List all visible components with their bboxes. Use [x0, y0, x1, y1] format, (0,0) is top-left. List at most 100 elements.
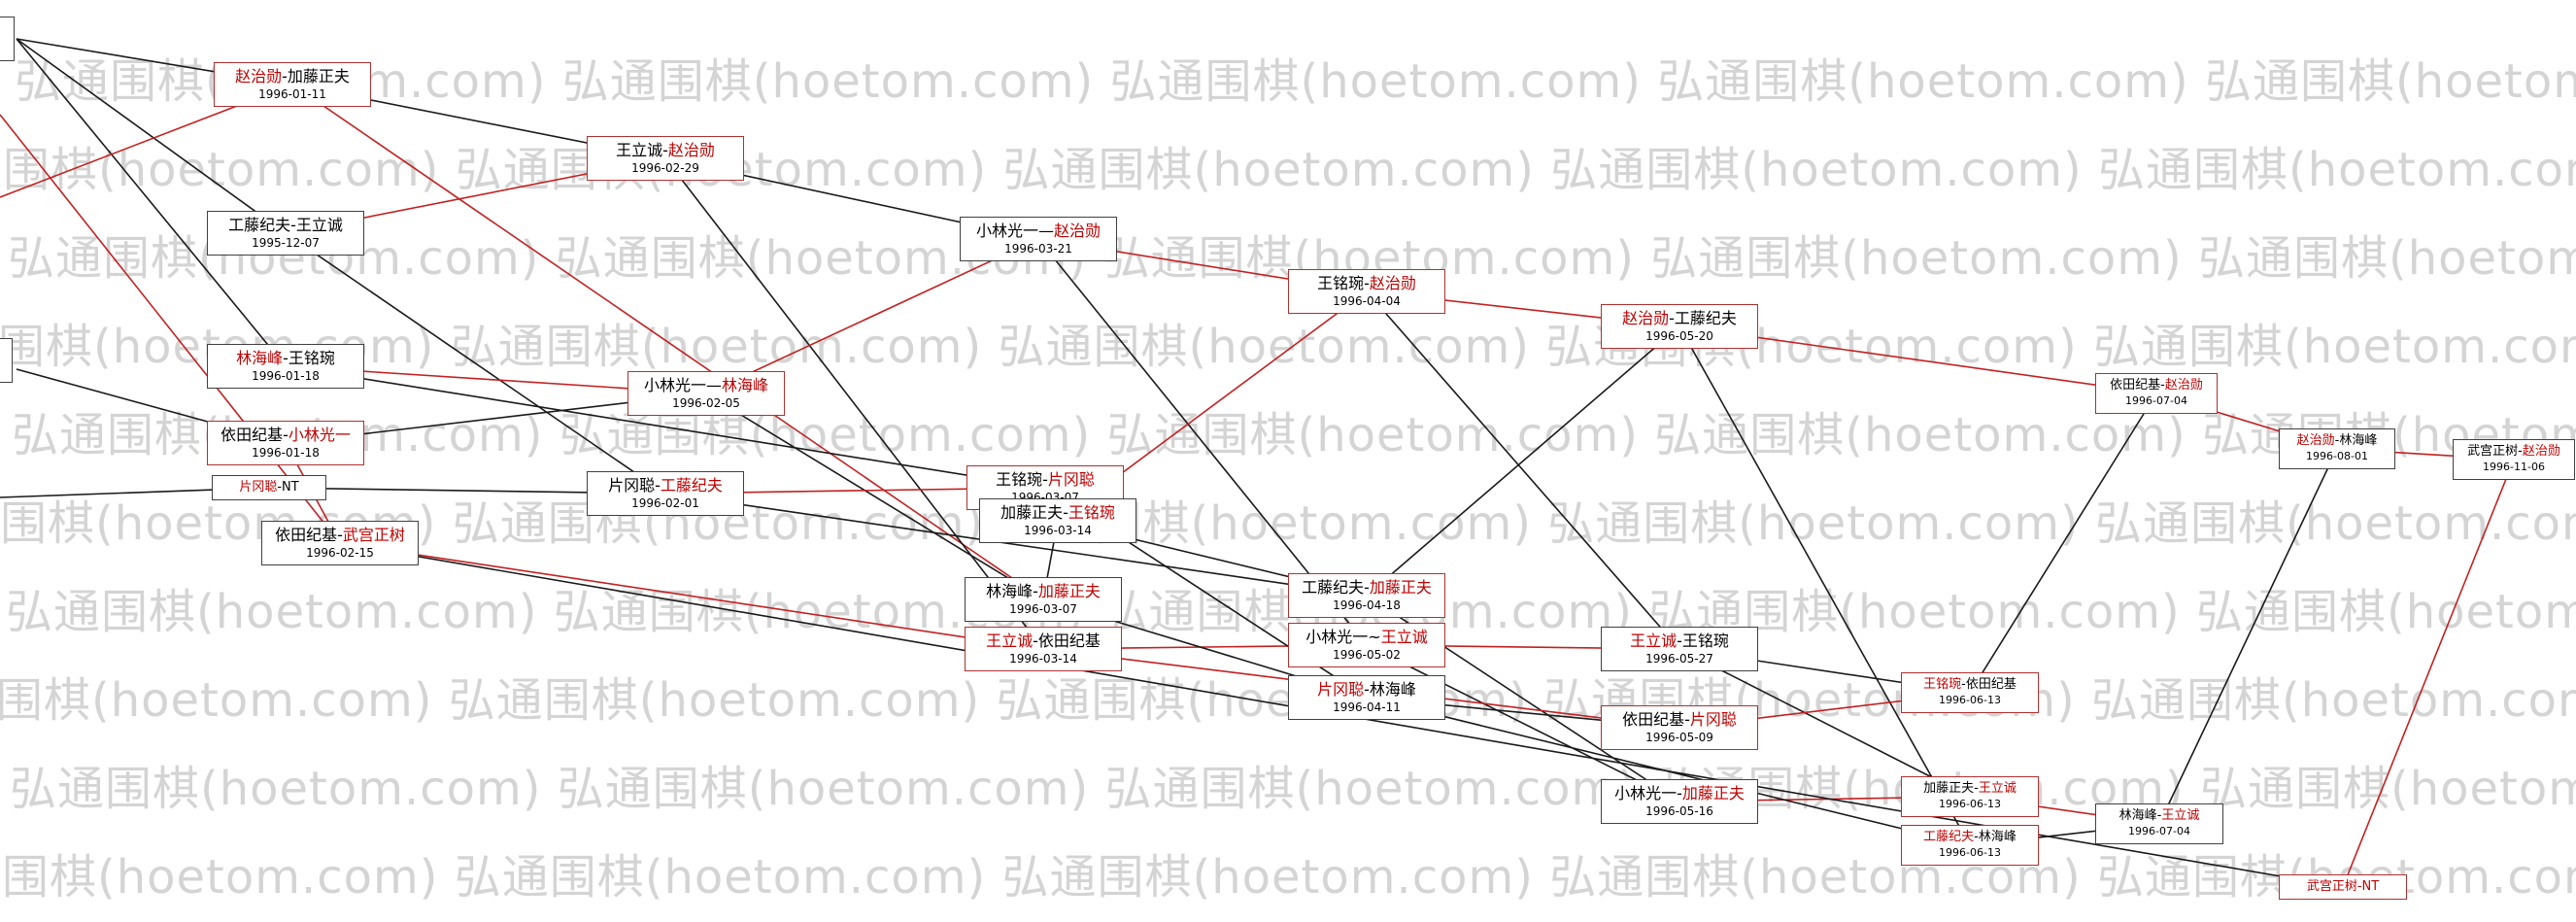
player-name-red: 武宫正树-NT — [2306, 878, 2380, 894]
game-date: 1996-05-20 — [1645, 328, 1713, 343]
matchup-label: 林海峰-王铭琬 — [236, 349, 335, 369]
player-name-red: 加藤正夫 — [1369, 577, 1432, 597]
player-name: -林海峰 — [1974, 830, 2017, 845]
player-name: -王铭琬 — [1677, 631, 1729, 650]
player-name-red: 赵治勋 — [1622, 308, 1670, 327]
matchup-label: 王立诚-王铭琬 — [1630, 632, 1729, 652]
matchup-label: 王铭琬-赵治勋 — [1317, 274, 1416, 294]
game-date: 1996-02-29 — [631, 160, 699, 175]
player-name-red: 赵治勋 — [235, 66, 283, 85]
player-name-red: 王立诚 — [1630, 631, 1678, 650]
player-name: 王立诚- — [616, 140, 668, 159]
matchup-label: 依田纪基-赵治勋 — [2110, 378, 2203, 394]
player-name: 王铭琬- — [1317, 273, 1370, 292]
player-name: 工藤纪夫- — [228, 215, 296, 234]
player-name-red: 小林光一 — [288, 425, 351, 444]
matchup-label: 工藤纪夫-加藤正夫 — [1302, 578, 1432, 598]
matchup-label: 片冈聪-NT — [239, 480, 298, 496]
game-date: 1996-01-18 — [252, 445, 320, 460]
watermark-text: 弘通围棋(hoetom.com) 弘通围棋(hoetom.com) 弘通围棋(h… — [12, 408, 2576, 462]
player-name-red: 赵治勋 — [1369, 273, 1416, 292]
player-name-red: 片冈聪 — [1689, 709, 1737, 729]
watermark-text: 弘通围棋(hoetom.com) 弘通围棋(hoetom.com) 弘通围棋(h… — [0, 143, 2576, 197]
game-node: 片冈聪-NT — [212, 475, 326, 500]
game-date: 1996-05-16 — [1645, 803, 1713, 818]
bracket-connector-line — [2158, 448, 2338, 825]
bracket-connector-line — [1678, 648, 1971, 798]
player-name: -加藤正夫 — [282, 66, 350, 85]
bracket-connector-line — [1366, 644, 1680, 802]
matchup-label: 赵治勋-林海峰 — [2297, 433, 2378, 450]
matchup-label: 小林光一—赵治勋 — [976, 222, 1101, 242]
matchup-label: 王铭琬-片冈聪 — [996, 470, 1095, 491]
player-name-red: 王立诚 — [1380, 627, 1428, 646]
bracket-connector-line — [0, 114, 341, 544]
player-name-red: 片冈聪 — [239, 479, 278, 495]
player-name-red: 王立诚 — [986, 631, 1034, 650]
matchup-label: 依田纪基-小林光一 — [220, 426, 351, 446]
matchup-label: 加藤正夫-王铭琬 — [1000, 503, 1115, 524]
bracket-connector-line — [1366, 325, 1680, 597]
bracket-connector-line — [285, 232, 666, 495]
watermark-text: 弘通围棋(hoetom.com) 弘通围棋(hoetom.com) 弘通围棋(h… — [0, 496, 2576, 551]
player-name: -林海峰 — [2334, 433, 2378, 449]
player-name: 依田纪基- — [275, 525, 343, 544]
game-node: 武宫正树-NT — [2279, 874, 2407, 900]
matchup-label: 小林光一~王立诚 — [1305, 628, 1427, 648]
player-name: 小林光一- — [1614, 783, 1682, 802]
player-name-red: 王立诚 — [1978, 781, 2017, 797]
game-date: 1996-07-04 — [2125, 394, 2187, 408]
matchup-label: 加藤正夫-王立诚 — [1923, 781, 2017, 798]
player-name-red: 王铭琬 — [1923, 677, 1962, 693]
game-date: 1996-06-13 — [1939, 694, 2001, 707]
game-date: 1996-04-11 — [1333, 700, 1401, 714]
player-name-red: 王立诚 — [2161, 808, 2200, 824]
matchup-label: 赵治勋-加藤正夫 — [235, 67, 350, 87]
player-name: -工藤纪夫 — [1669, 308, 1737, 327]
player-name: 依田纪基- — [1622, 709, 1690, 729]
game-date: 1996-03-07 — [1009, 601, 1077, 616]
matchup-label: 工藤纪夫-林海峰 — [1923, 830, 2017, 846]
game-node — [0, 17, 15, 61]
player-name: 依田纪基- — [2110, 378, 2165, 393]
game-date: 1996-04-04 — [1333, 293, 1401, 308]
matchup-label: 依田纪基-片冈聪 — [1622, 710, 1737, 731]
watermark-text: 弘通围棋(hoetom.com) 弘通围棋(hoetom.com) 弘通围棋(h… — [15, 54, 2576, 109]
player-name-red: 林海峰 — [722, 375, 769, 394]
player-name: 小林光一— — [975, 221, 1054, 240]
matchup-label: 武宫正树-赵治勋 — [2467, 444, 2560, 461]
player-name-red: 片冈聪 — [1047, 469, 1095, 489]
game-date: 1996-03-14 — [1024, 523, 1092, 537]
game-date: 1996-03-14 — [1009, 651, 1077, 666]
player-name-red: 加藤正夫 — [1037, 581, 1101, 600]
game-date: 1996-05-27 — [1645, 651, 1713, 666]
player-name: 依田纪基- — [220, 425, 288, 444]
matchup-label: 王立诚-依田纪基 — [986, 632, 1101, 652]
bracket-connector-line — [2342, 459, 2515, 888]
game-date: 1996-06-13 — [1939, 846, 2001, 860]
matchup-label: 王立诚-赵治勋 — [616, 141, 715, 161]
matchup-label: 武宫正树-NT — [2307, 879, 2379, 896]
player-name-red: 赵治勋 — [2296, 433, 2335, 449]
bracket-connector-line — [285, 365, 1046, 489]
game-date: 1996-05-09 — [1645, 730, 1713, 744]
matchup-label: 林海峰-王立诚 — [2119, 808, 2200, 825]
